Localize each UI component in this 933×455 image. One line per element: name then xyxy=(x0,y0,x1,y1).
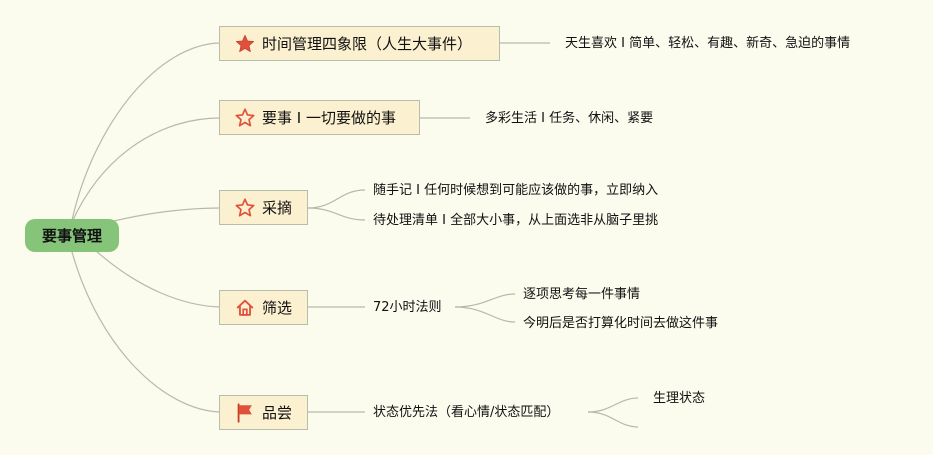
home-icon xyxy=(236,299,254,316)
leaf-item: 生理状态 xyxy=(653,391,706,406)
branch-node-important[interactable]: 要事 I 一切要做的事 xyxy=(219,100,420,135)
leaf-item: 逐项思考每一件事情 xyxy=(523,287,641,302)
leaf-item: 状态优先法（看心情/状态匹配） xyxy=(373,405,560,420)
outline-star-icon xyxy=(235,107,255,127)
red-flag-icon xyxy=(237,402,252,423)
leaf-item: 72小时法则 xyxy=(373,300,442,315)
branch-label: 时间管理四象限（人生大事件） xyxy=(262,35,473,53)
leaf-item: 随手记 I 任何时候想到可能应该做的事，立即纳入 xyxy=(373,183,659,198)
branch-node-pick[interactable]: 采摘 xyxy=(219,190,308,225)
root-label: 要事管理 xyxy=(41,227,102,245)
branch-node-quadrants[interactable]: 时间管理四象限（人生大事件） xyxy=(219,26,500,61)
leaf-item: 今明后是否打算化时间去做这件事 xyxy=(523,316,719,331)
branch-label: 品尝 xyxy=(262,404,293,422)
branch-node-taste[interactable]: 品尝 xyxy=(219,395,308,430)
leaf-item: 多彩生活 I 任务、休闲、紧要 xyxy=(485,111,654,126)
filled-star-icon xyxy=(235,34,255,52)
branch-node-filter[interactable]: 筛选 xyxy=(219,290,308,325)
leaf-item: 天生喜欢 I 简单、轻松、有趣、新奇、急迫的事情 xyxy=(565,36,851,51)
outline-star-icon xyxy=(235,197,255,217)
leaf-item: 待处理清单 I 全部大小事，从上面选非从脑子里挑 xyxy=(373,213,659,228)
root-node[interactable]: 要事管理 xyxy=(25,219,119,252)
branch-label: 采摘 xyxy=(262,199,293,217)
branch-label: 筛选 xyxy=(262,299,293,317)
branch-label: 要事 I 一切要做的事 xyxy=(262,109,396,127)
